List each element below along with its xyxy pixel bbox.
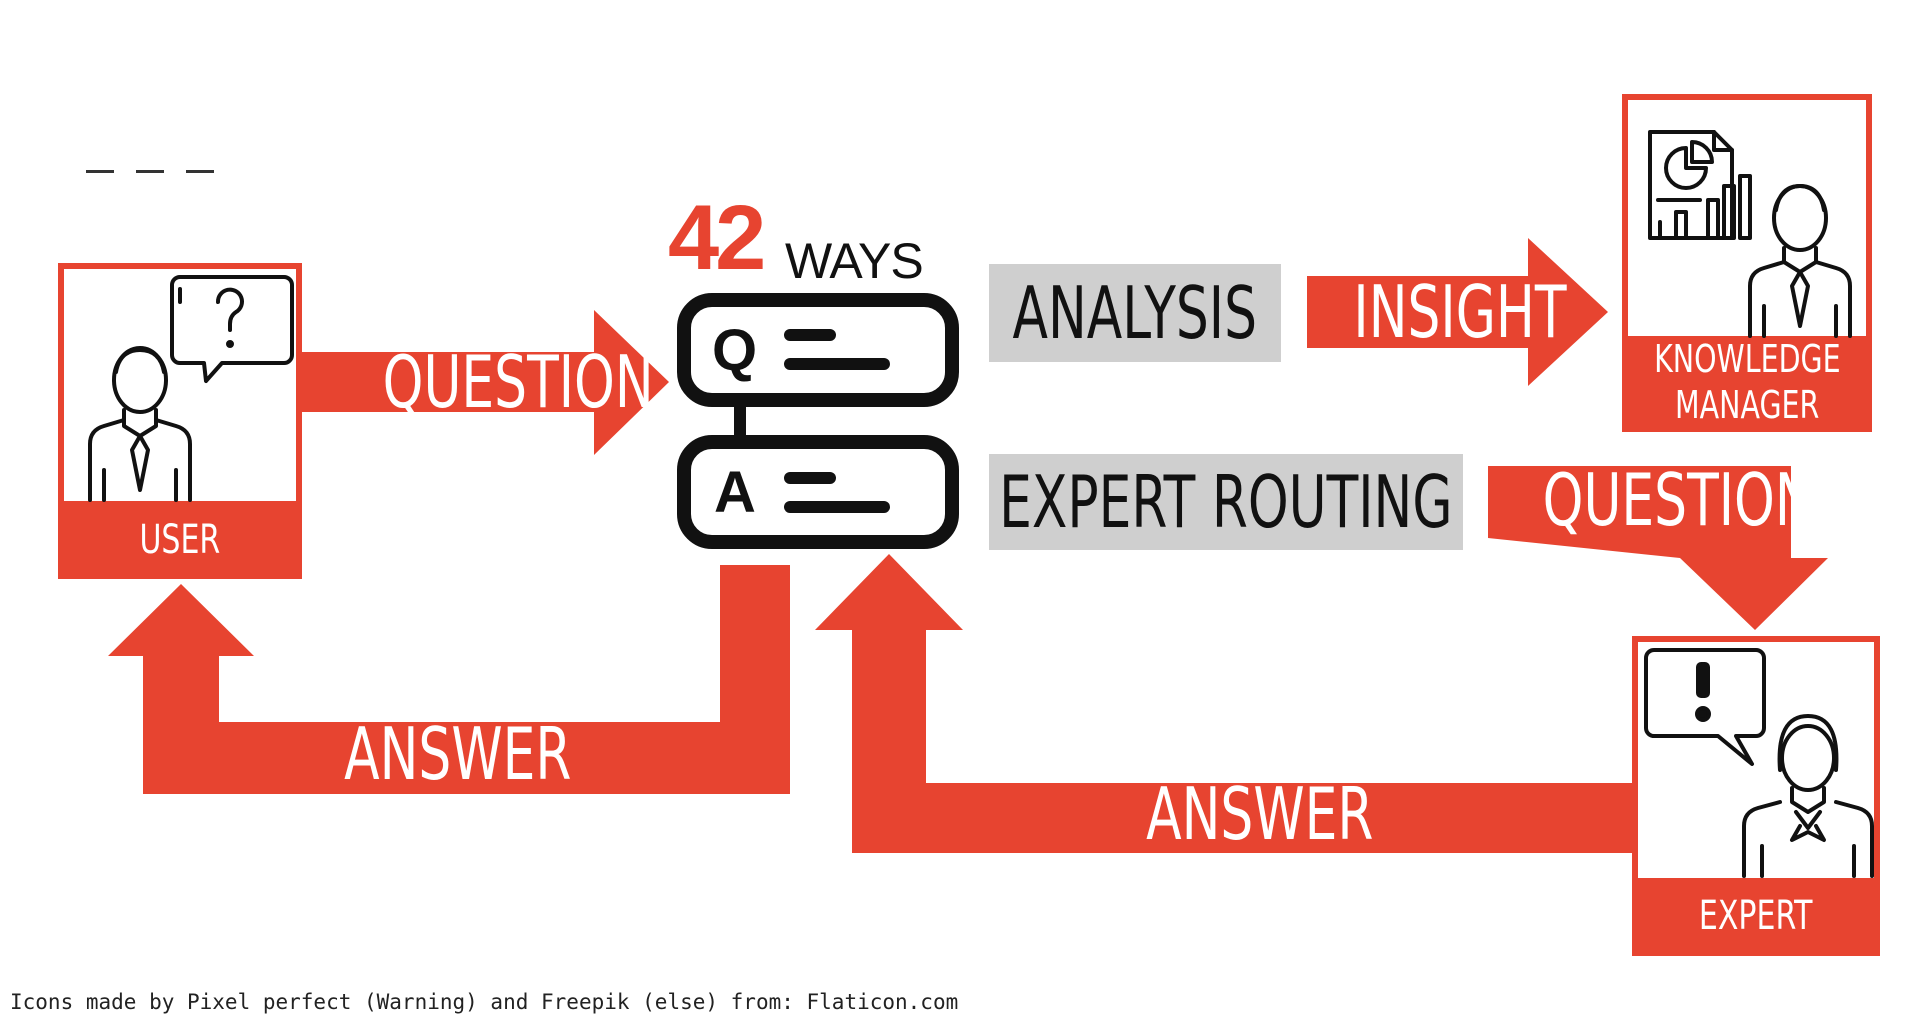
expert-answer-text: ANSWER (1146, 772, 1374, 856)
exclamation-bubble-icon (1644, 648, 1766, 766)
user-label: USER (139, 517, 221, 563)
manager-person-icon (1748, 184, 1852, 338)
expert-card (1632, 636, 1880, 956)
user-person-icon (88, 346, 192, 502)
answer-to-user-arrow (108, 565, 790, 794)
knowledge-manager-card (1622, 94, 1872, 432)
report-chart-icon (1648, 130, 1752, 240)
routing-question-text: QUESTION (1542, 458, 1814, 542)
expert-answer-arrow (815, 554, 1632, 853)
logo-word: WAYS (785, 233, 924, 289)
expert-routing-label: EXPERT ROUTING (989, 454, 1463, 550)
logo-number: 42 (668, 187, 766, 289)
routing-question-arrow (1488, 466, 1828, 630)
knowledge-manager-label-line1: KNOWLEDGE (1653, 337, 1841, 381)
answer-to-user-text: ANSWER (344, 712, 572, 796)
insight-text: INSIGHT (1353, 270, 1567, 354)
qa-icon (677, 293, 959, 549)
expert-person-icon (1742, 714, 1874, 878)
q-letter: Q (712, 318, 758, 383)
decorative-dash (136, 170, 164, 173)
analysis-label: ANALYSIS (989, 264, 1281, 362)
decorative-dash (186, 170, 214, 173)
knowledge-manager-label-line2: MANAGER (1674, 383, 1820, 427)
question-bubble-icon (170, 275, 294, 383)
expert-label: EXPERT (1699, 893, 1813, 939)
a-letter: A (714, 460, 756, 525)
question-arrow (302, 310, 669, 455)
insight-arrow (1307, 238, 1608, 386)
user-card (58, 263, 302, 579)
user-question-text: QUESTION (382, 340, 654, 424)
icon-credits-footer: Icons made by Pixel perfect (Warning) an… (10, 990, 959, 1014)
decorative-dash (86, 170, 114, 173)
